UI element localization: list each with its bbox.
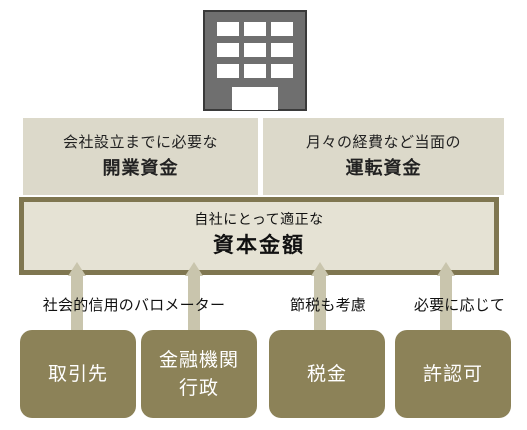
business-partners-label: 取引先: [47, 363, 108, 385]
capital-amount-box: 自社にとって適正な 資本金額: [19, 197, 499, 275]
startup-funds-description: 会社設立までに必要な: [62, 132, 218, 151]
startup-funds-title: 開業資金: [102, 157, 179, 179]
capital-amount-title: 資本金額: [213, 233, 305, 257]
business-partners-box: 取引先: [20, 330, 136, 418]
tax-box: 税金: [269, 330, 385, 418]
capital-amount-description: 自社にとって適正な: [194, 212, 324, 228]
working-capital-description: 月々の経費など当面の: [305, 132, 461, 151]
startup-funds-box: 会社設立までに必要な 開業資金: [23, 118, 258, 195]
financial-institutions-box: 金融機関 行政: [141, 330, 257, 418]
tax-saving-caption: 節税も考慮: [289, 296, 366, 314]
as-needed-caption: 必要に応じて: [413, 296, 506, 314]
tax-label: 税金: [306, 363, 347, 385]
permits-box: 許認可: [395, 330, 511, 418]
office-building-icon: [203, 10, 307, 111]
financial-institutions-label: 金融機関: [158, 349, 239, 371]
working-capital-box: 月々の経費など当面の 運転資金: [263, 118, 504, 195]
government-label: 行政: [178, 377, 219, 399]
working-capital-title: 運転資金: [345, 157, 422, 179]
permits-label: 許認可: [422, 363, 483, 385]
credit-barometer-caption: 社会的信用のバロメーター: [42, 296, 226, 314]
